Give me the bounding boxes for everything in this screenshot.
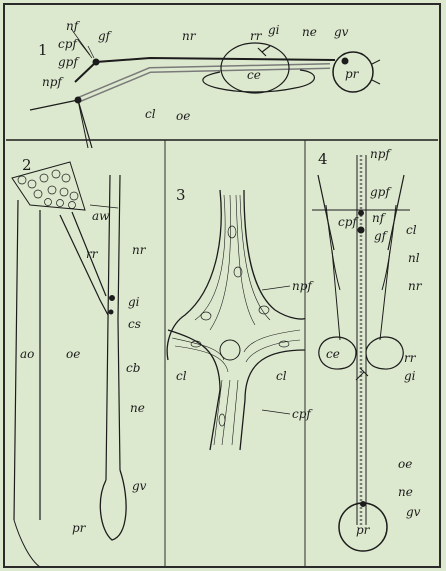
panel2-label-ao: ao [20, 347, 34, 361]
panel1-label-gv: gv [334, 25, 349, 39]
panel2-label-gv: gv [132, 479, 147, 493]
panel2-label-oe: oe [66, 347, 80, 361]
panel1-label-rr: rr [250, 29, 263, 43]
panel3-label-cl-left: cl [176, 369, 187, 383]
panel1-label-nr: nr [182, 29, 197, 43]
panel4-label-cl: cl [406, 223, 417, 237]
panel1-label-ne: ne [302, 25, 317, 39]
panel4-label-gi: gi [404, 369, 416, 383]
panel2-label-cb: cb [126, 361, 140, 375]
panel1-label-gpf: gpf [58, 55, 80, 69]
panel4-number: 4 [318, 150, 328, 168]
panel4-gv-node [361, 502, 366, 507]
panel4-label-cpf: cpf [338, 215, 359, 229]
panel4-gf-node [358, 227, 364, 233]
panel1-node-gv [342, 58, 348, 64]
panel2-label-rr: rr [86, 247, 99, 261]
panel1-label-ce: ce [247, 68, 261, 82]
panel2-cs-node [109, 310, 113, 314]
panel4-label-npf: npf [370, 147, 392, 161]
panel1-node-left [75, 97, 81, 103]
panel4-label-gv: gv [406, 505, 421, 519]
panel1-label-npf: npf [42, 75, 64, 89]
panel4-label-oe: oe [398, 457, 412, 471]
panel4-label-ne: ne [398, 485, 413, 499]
panel2-number: 2 [22, 156, 32, 174]
panel2-label-ne: ne [130, 401, 145, 415]
panel4-label-ce: ce [326, 347, 340, 361]
panel1-number: 1 [38, 41, 48, 59]
panel2-label-pr: pr [72, 521, 87, 535]
panel4-label-nr: nr [408, 279, 423, 293]
panel2-label-aw: aw [92, 209, 110, 223]
panel1-label-cl: cl [145, 107, 156, 121]
panel2-label-nr: nr [132, 243, 147, 257]
panel2-label-gi: gi [128, 295, 140, 309]
panel1-label-cpf: cpf [58, 37, 79, 51]
panel1-label-gi: gi [268, 23, 280, 37]
panel2-gi-node [110, 296, 115, 301]
panel1-label-oe: oe [176, 109, 190, 123]
panel4-label-pr: pr [356, 523, 371, 537]
panel3-label-cl-right: cl [276, 369, 287, 383]
panel2-label-cs: cs [128, 317, 141, 331]
panel3-number: 3 [176, 186, 186, 204]
panel1-node-gf [93, 59, 99, 65]
panel4-label-gpf: gpf [370, 185, 392, 199]
panel4-label-nl: nl [408, 251, 420, 265]
panel3-label-npf: npf [292, 279, 314, 293]
panel3-label-cpf: cpf [292, 407, 313, 421]
panel1-label-pr: pr [345, 67, 360, 81]
panel4-label-rr: rr [404, 351, 417, 365]
panel4-gpf-node [359, 211, 364, 216]
